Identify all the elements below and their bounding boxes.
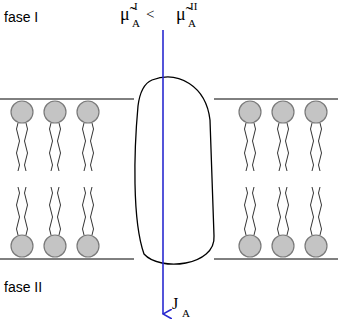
channel-protein <box>135 77 214 264</box>
subscript: A <box>132 18 140 29</box>
phase-label: fase II <box>4 280 42 294</box>
membrane-edge <box>0 99 134 100</box>
potential-symbol: μ̃ <box>176 5 186 23</box>
subscript: A <box>188 18 196 29</box>
relation-sign: < <box>146 7 154 22</box>
membrane-edge <box>214 259 338 260</box>
flux-arrow <box>162 30 164 314</box>
membrane-edge <box>0 259 134 260</box>
membrane-edge <box>214 99 338 100</box>
flux-symbol: J <box>172 296 178 312</box>
phase-label: fase I <box>4 10 38 24</box>
superscript: I <box>134 1 138 12</box>
subscript: A <box>182 308 190 319</box>
superscript: II <box>190 1 197 12</box>
potential-symbol: μ̃ <box>120 5 130 23</box>
